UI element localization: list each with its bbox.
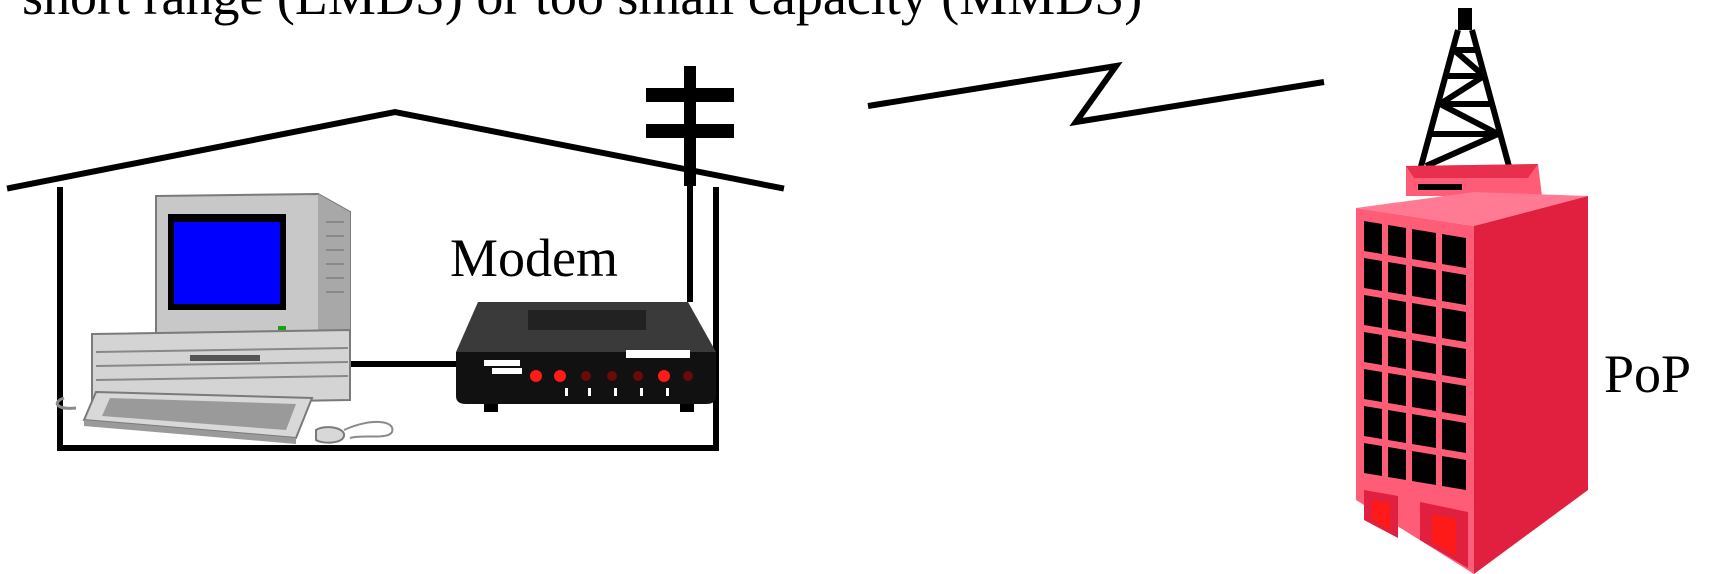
office-building-icon [1356, 164, 1588, 574]
modem-icon [456, 302, 716, 412]
pop-label: PoP [1604, 344, 1691, 404]
rooftop-antenna-icon [646, 66, 734, 302]
transmission-tower-icon [1420, 8, 1510, 170]
wireless-link-icon [868, 66, 1324, 122]
monitor-screen [174, 222, 280, 304]
computer-icon [57, 194, 392, 444]
modem-label: Modem [450, 228, 618, 288]
